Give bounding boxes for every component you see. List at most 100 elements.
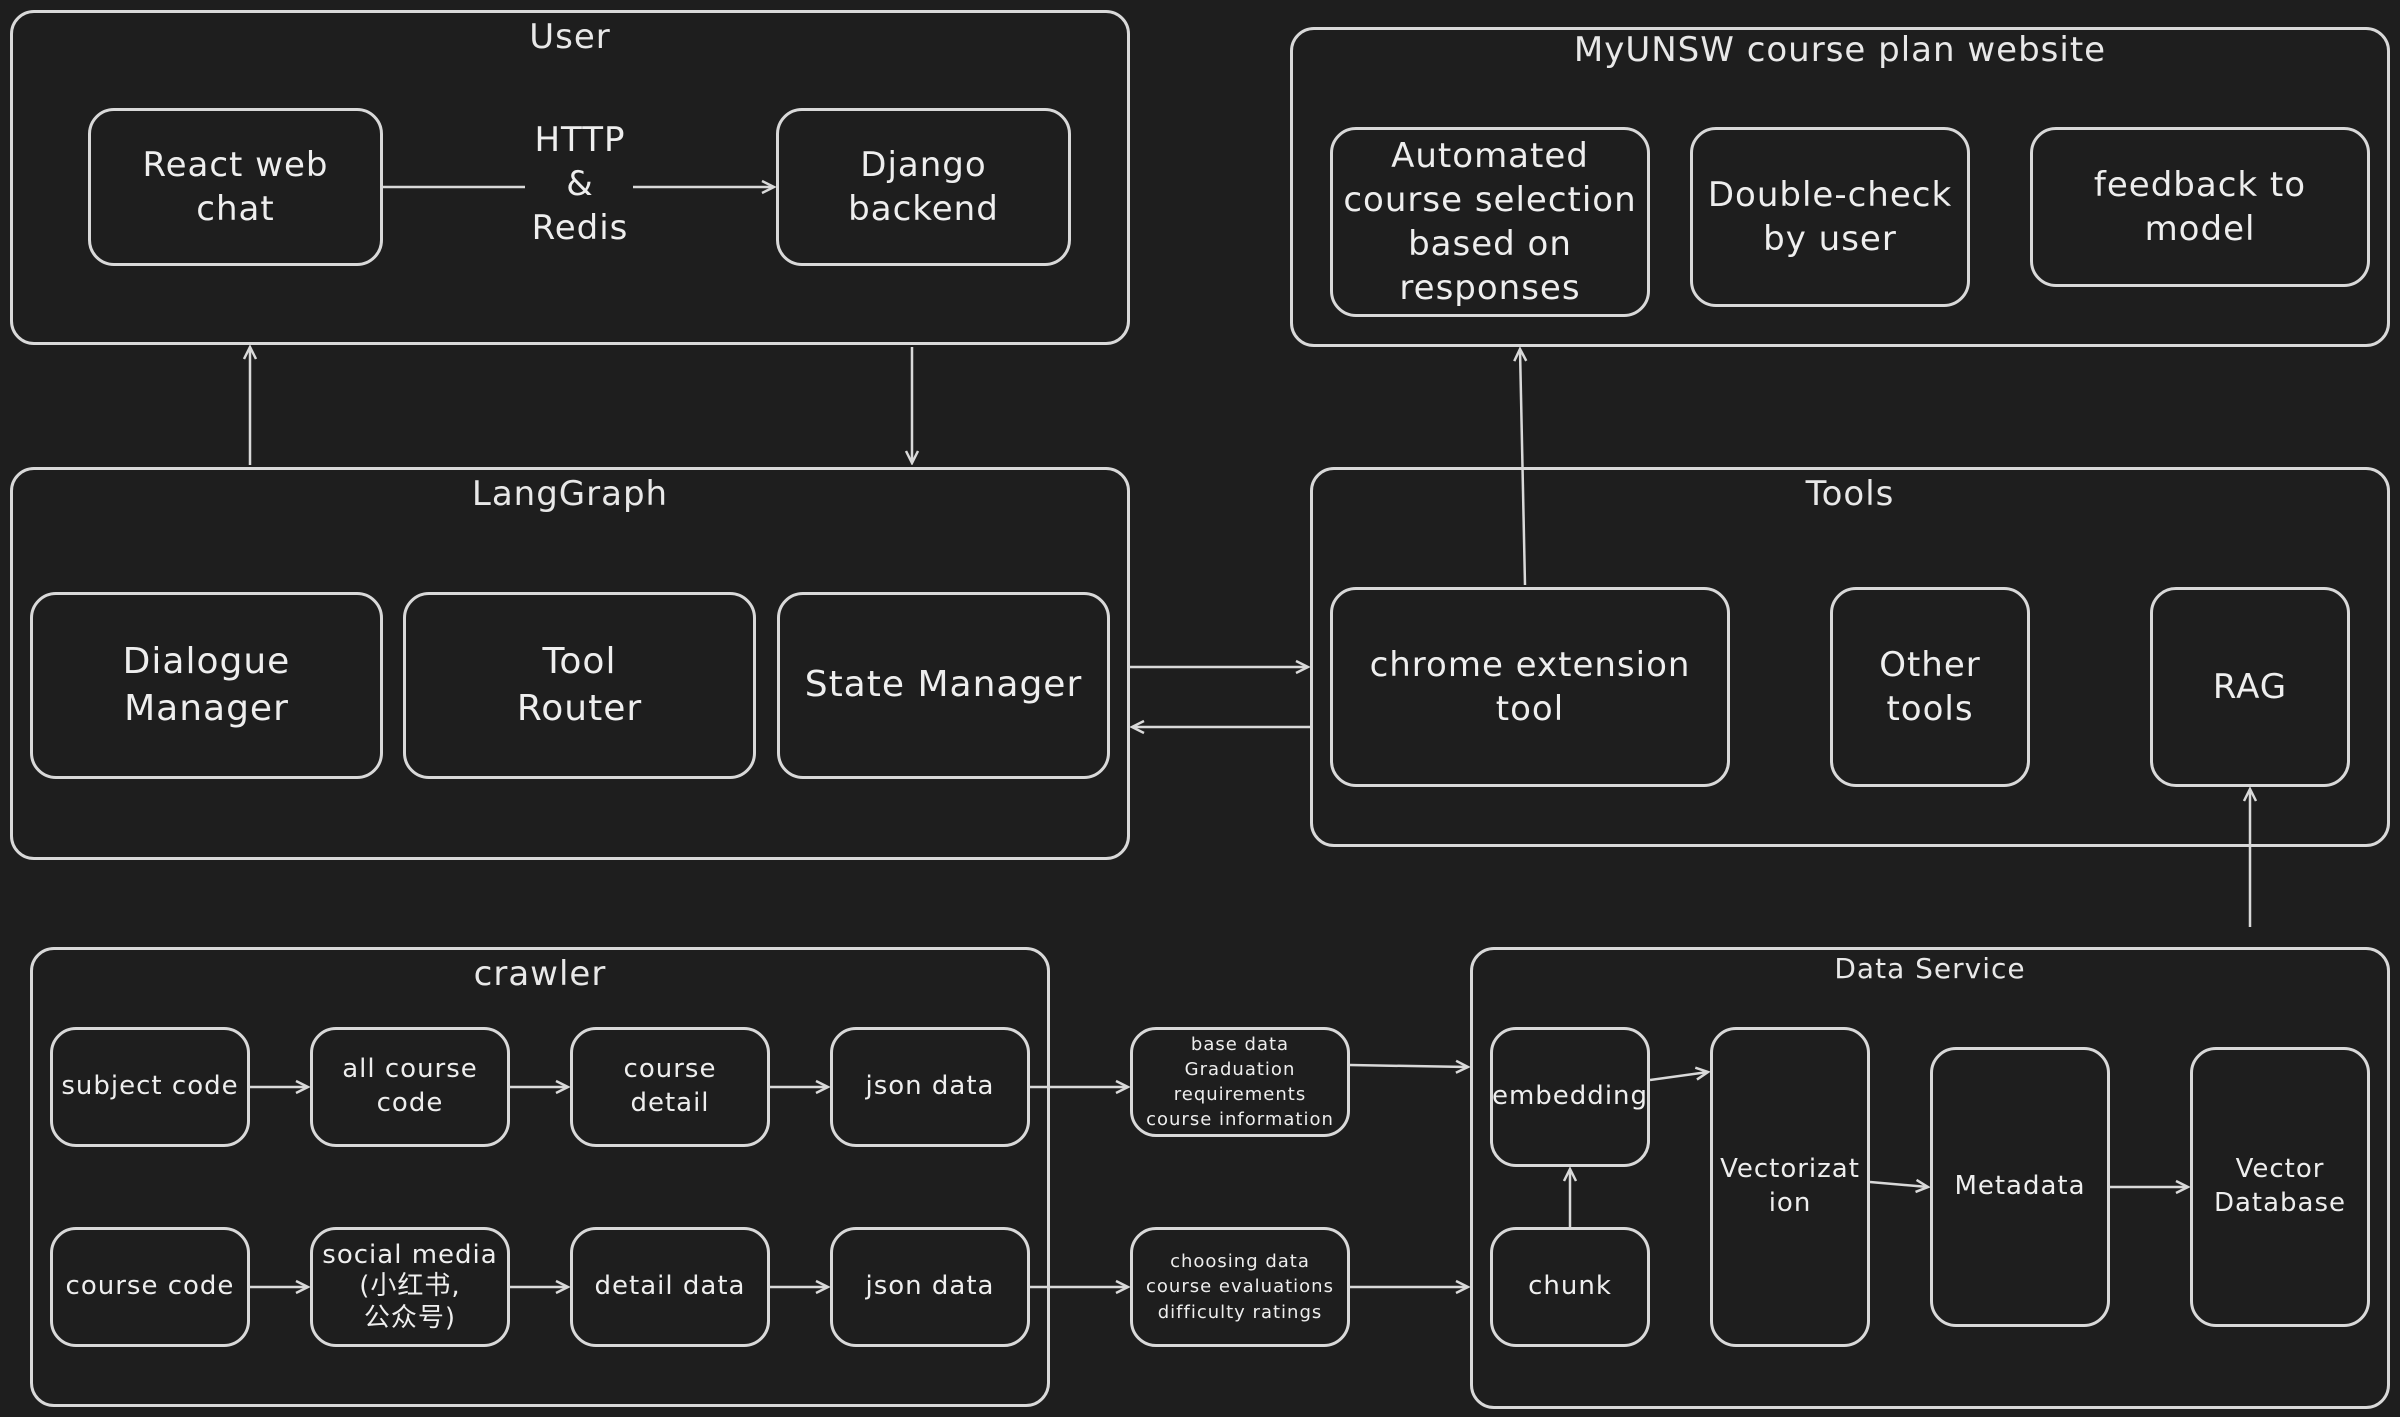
vectorization-line-2: ion: [1768, 1188, 1812, 1218]
vectorization-text: Vectorizat ion: [1720, 1153, 1860, 1221]
automated-selection-text: Automated course selection based on resp…: [1343, 134, 1636, 311]
subject-code-label: subject code: [61, 1071, 239, 1102]
course-detail-label: course detail: [623, 1054, 717, 1118]
all-course-line-2: code: [376, 1088, 444, 1118]
edge-vectorization-to-metadata: [1869, 1182, 1928, 1187]
json-data-1-node: json data: [830, 1027, 1030, 1147]
crawler-group-title: crawler: [473, 954, 607, 994]
vectorization-node: Vectorizat ion: [1710, 1027, 1870, 1347]
vector-database-node: Vector Database: [2190, 1047, 2370, 1327]
user-group: User: [10, 10, 1130, 345]
rag-node: RAG: [2150, 587, 2350, 787]
double-check-text: Double-check by user: [1708, 173, 1952, 261]
data-service-group: Data Service: [1470, 947, 2390, 1409]
metadata-node: Metadata: [1930, 1047, 2110, 1327]
dialogue-line-2: Manager: [124, 687, 289, 729]
automated-line-2: course selection: [1343, 179, 1637, 220]
base-data-line-4: course information: [1146, 1109, 1334, 1131]
detail-data-node: detail data: [570, 1227, 770, 1347]
social-media-line-1: social media: [322, 1240, 498, 1271]
choosing-data-line-1: choosing data: [1170, 1251, 1310, 1273]
embedding-node: embedding: [1490, 1027, 1650, 1167]
tools-group-title: Tools: [1805, 474, 1895, 514]
all-course-code-node: all course code: [310, 1027, 510, 1147]
base-data-node: base data Graduation requirements course…: [1130, 1027, 1350, 1137]
dialogue-line-1: Dialogue: [122, 640, 291, 682]
automated-line-4: responses: [1399, 268, 1581, 309]
chrome-extension-label: chrome extension tool: [1369, 644, 1691, 729]
base-data-line-3: requirements: [1173, 1084, 1307, 1105]
feedback-node: feedback to model: [2030, 127, 2370, 287]
other-tools-line-1: Other: [1879, 644, 1981, 685]
automated-line-3: based on: [1408, 224, 1572, 264]
other-tools-node: Other tools: [1830, 587, 2030, 787]
tool-router-node: Tool Router: [403, 592, 756, 779]
tools-group: Tools: [1310, 467, 2390, 847]
all-course-code-text: all course code: [342, 1053, 478, 1121]
automated-line-1: Automated: [1391, 135, 1589, 176]
http-line-3: Redis: [531, 208, 629, 249]
choosing-data-node: choosing data course evaluations difficu…: [1130, 1227, 1350, 1347]
json-data-2-label: json data: [865, 1271, 995, 1302]
crawler-group: crawler: [30, 947, 1050, 1407]
subject-code-node: subject code: [50, 1027, 250, 1147]
vector-db-line-1: Vector: [2235, 1154, 2325, 1185]
django-backend-label: Django backend: [848, 144, 999, 229]
http-redis-label: HTTP & Redis: [510, 118, 650, 251]
other-tools-line-2: tools: [1886, 689, 1974, 729]
double-check-line-1: Double-check: [1707, 174, 1953, 215]
other-tools-text: Other tools: [1879, 643, 1981, 731]
dialogue-manager-node: Dialogue Manager: [30, 592, 383, 779]
tool-router-text: Tool Router: [517, 639, 642, 733]
json-data-2-node: json data: [830, 1227, 1030, 1347]
state-manager-node: State Manager: [777, 592, 1110, 779]
langgraph-group: LangGraph: [10, 467, 1130, 860]
course-code-label: course code: [65, 1271, 235, 1302]
state-manager-label: State Manager: [804, 664, 1083, 706]
metadata-label: Metadata: [1954, 1171, 2086, 1202]
double-check-node: Double-check by user: [1690, 127, 1970, 307]
vectorization-line-1: Vectorizat: [1720, 1154, 1860, 1185]
http-line-2: &: [566, 164, 594, 205]
myunsw-group: MyUNSW course plan website: [1290, 27, 2390, 347]
user-group-title: User: [529, 17, 611, 57]
choosing-data-text: choosing data course evaluations difficu…: [1146, 1249, 1334, 1325]
edge-embedding-to-vectorization: [1649, 1072, 1708, 1082]
detail-data-label: detail data: [594, 1271, 746, 1302]
edge-chrome-to-myunsw: [1520, 349, 1525, 586]
social-media-line-3: 公众号): [363, 1302, 457, 1333]
edge-basedata-to-dataservice: [1349, 1065, 1468, 1067]
react-web-chat-node: React web chat: [88, 108, 383, 266]
feedback-label: feedback to model: [2093, 164, 2307, 249]
automated-selection-node: Automated course selection based on resp…: [1330, 127, 1650, 317]
social-media-line-2: (小红书,: [359, 1271, 461, 1302]
chunk-label: chunk: [1528, 1271, 1612, 1302]
data-service-group-title: Data Service: [1834, 952, 2026, 985]
embedding-label: embedding: [1491, 1081, 1649, 1112]
all-course-line-1: all course: [342, 1054, 478, 1085]
vector-db-line-2: Database: [2213, 1188, 2347, 1218]
choosing-data-line-2: course evaluations: [1146, 1276, 1334, 1298]
myunsw-group-title: MyUNSW course plan website: [1573, 30, 2107, 70]
social-media-text: social media (小红书, 公众号): [322, 1240, 497, 1334]
course-code-node: course code: [50, 1227, 250, 1347]
double-check-line-2: by user: [1763, 219, 1897, 259]
rag-label: RAG: [2212, 666, 2288, 707]
langgraph-group-title: LangGraph: [471, 474, 669, 514]
http-line-1: HTTP: [534, 120, 626, 160]
vector-database-text: Vector Database: [2214, 1153, 2346, 1221]
base-data-line-2: Graduation: [1184, 1058, 1296, 1080]
django-backend-node: Django backend: [776, 108, 1071, 266]
chunk-node: chunk: [1490, 1227, 1650, 1347]
json-data-1-label: json data: [865, 1071, 995, 1102]
base-data-text: base data Graduation requirements course…: [1146, 1032, 1334, 1133]
choosing-data-line-3: difficulty ratings: [1157, 1301, 1323, 1323]
react-web-chat-label: React web chat: [142, 144, 329, 229]
social-media-node: social media (小红书, 公众号): [310, 1227, 510, 1347]
course-detail-node: course detail: [570, 1027, 770, 1147]
tool-router-line-2: Router: [516, 687, 643, 729]
tool-router-line-1: Tool: [542, 640, 617, 682]
base-data-line-1: base data: [1190, 1033, 1290, 1055]
